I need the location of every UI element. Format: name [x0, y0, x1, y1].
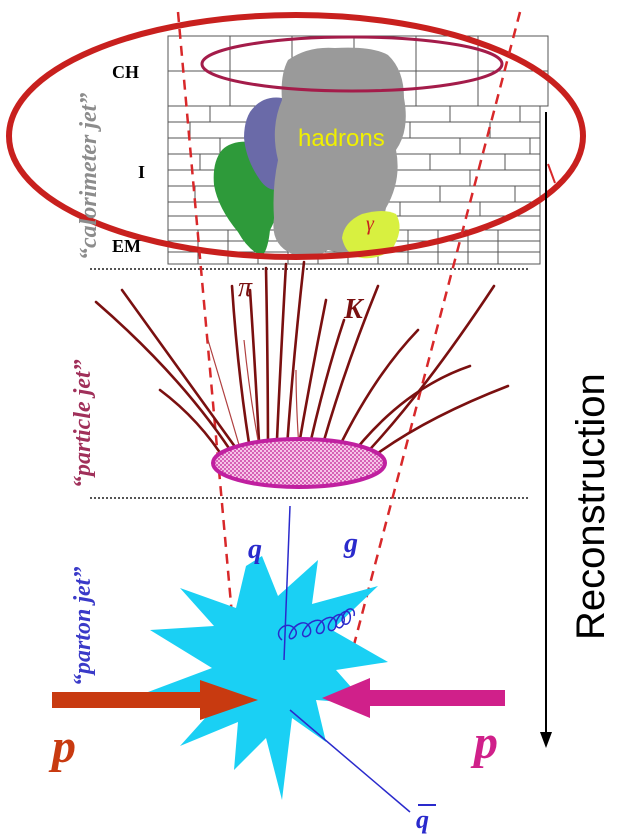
proton-right-arrow: [322, 678, 505, 718]
gamma-label: γ: [366, 213, 375, 235]
gluon-label: g: [343, 528, 358, 559]
reconstruction-label: Reconstruction: [569, 373, 613, 640]
proton-left-arrow: [52, 680, 258, 720]
yellow-deposit-blob: [342, 211, 400, 259]
jet-cone: [176, 11, 522, 661]
gluon-line: [277, 608, 356, 641]
layer-label-em: EM: [112, 236, 141, 256]
calorimeter-jet-label: “calorimeter jet”: [76, 93, 102, 260]
layer-label-ch: CH: [112, 62, 139, 82]
quark-line: [283, 505, 291, 661]
hadrons-label: hadrons: [298, 125, 385, 152]
particle-tracks: [94, 260, 510, 464]
parton-jet-label: “parton jet”: [70, 567, 96, 686]
quark-label: q: [248, 534, 262, 565]
hadronization-vertex: [211, 437, 387, 489]
antiquark-line: [289, 709, 411, 813]
ch-cluster-ring: [200, 35, 504, 93]
antiquark-label-group: q: [416, 804, 436, 834]
proton-left-label: p: [48, 720, 76, 773]
reconstruction-arrow-head: [540, 732, 552, 748]
antiquark-label: q: [416, 805, 429, 834]
arrow-tick: [547, 163, 556, 184]
pi-label: π: [238, 272, 253, 303]
hadron-blob: [273, 47, 406, 258]
proton-right-label: p: [470, 716, 498, 769]
calorimeter-jet-ring: [6, 12, 586, 260]
k-label: K: [343, 294, 365, 325]
particle-jet-label: “particle jet”: [70, 359, 96, 488]
layer-label-i: I: [138, 162, 145, 182]
